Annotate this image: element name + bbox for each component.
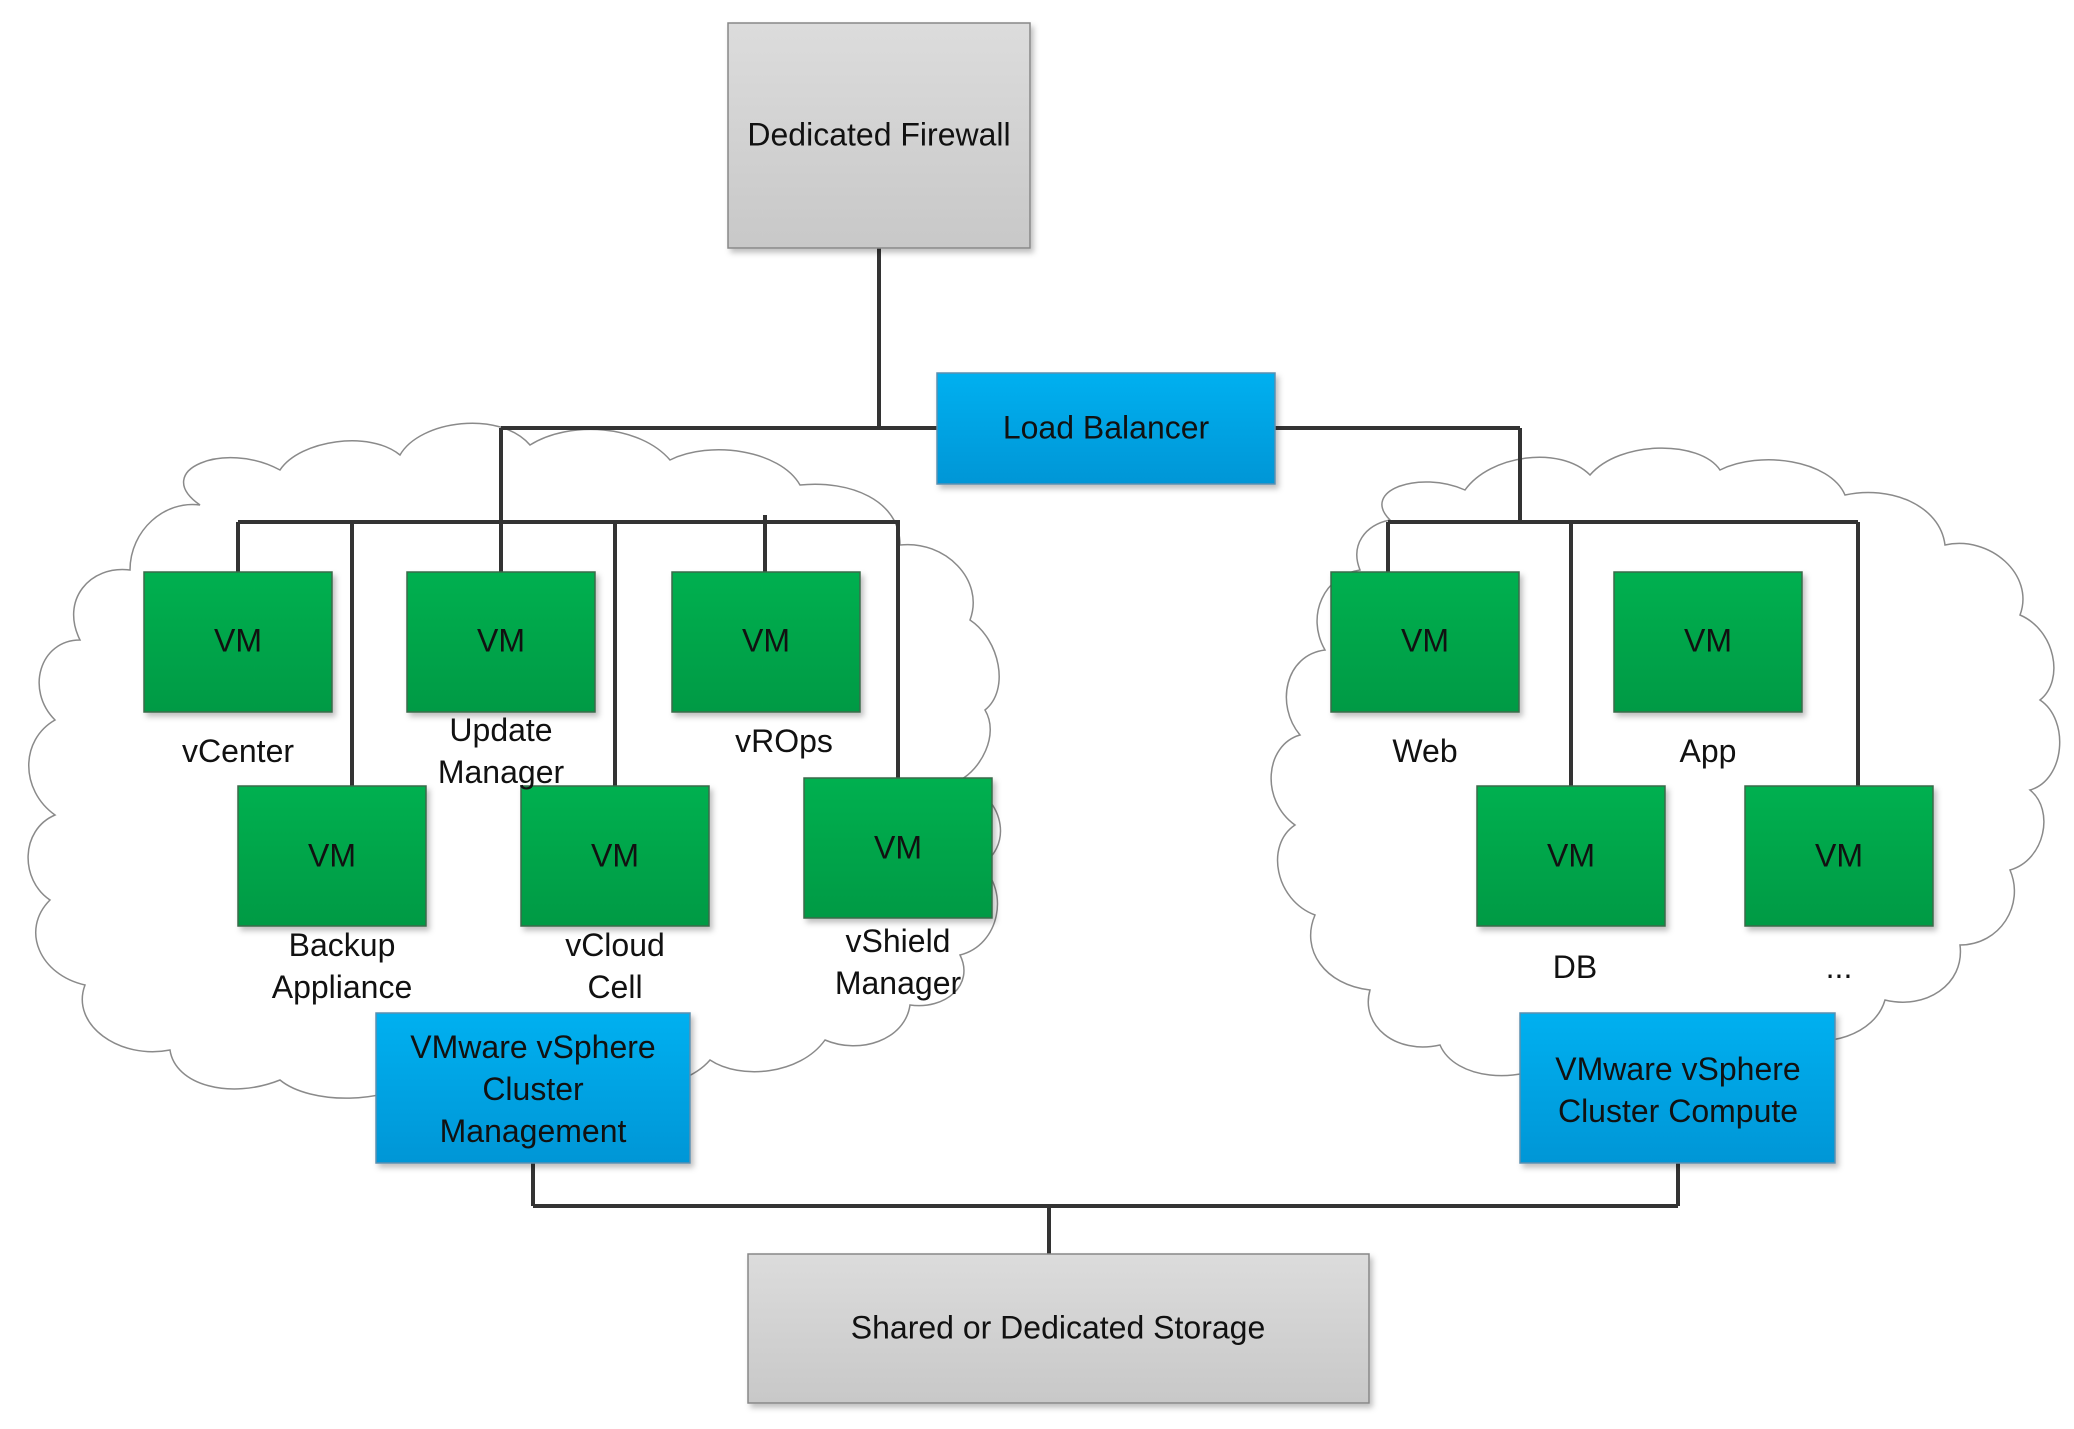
vm-label: VM bbox=[742, 622, 790, 658]
vm-box: VM bbox=[237, 785, 427, 927]
storage-node: Shared or Dedicated Storage bbox=[747, 1253, 1370, 1404]
vm-box: VM bbox=[143, 571, 333, 713]
vm-caption-web: Web bbox=[1392, 733, 1457, 769]
vm-box: VM bbox=[671, 571, 861, 713]
compute-cluster-line-2: Cluster Compute bbox=[1558, 1093, 1798, 1129]
vm-box: VM bbox=[1476, 785, 1666, 927]
connection-lines bbox=[236, 248, 1860, 1254]
vm-caption-vcloud-2: Cell bbox=[587, 969, 642, 1005]
vm-caption-vshield-1: vShield bbox=[846, 923, 951, 959]
vm-caption-backup-2: Appliance bbox=[272, 969, 413, 1005]
vm-label: VM bbox=[1401, 622, 1449, 658]
vm-caption-more: ... bbox=[1826, 949, 1853, 985]
vm-label: VM bbox=[477, 622, 525, 658]
vm-caption-app: App bbox=[1680, 733, 1737, 769]
load-balancer-label: Load Balancer bbox=[1003, 409, 1210, 445]
vm-label: VM bbox=[591, 837, 639, 873]
vm-caption-update-manager-1: Update bbox=[449, 712, 552, 748]
compute-captions: Web App DB ... bbox=[1392, 733, 1852, 985]
vm-box: VM bbox=[1744, 785, 1934, 927]
vm-caption-vcloud-1: vCloud bbox=[565, 927, 665, 963]
vm-label: VM bbox=[214, 622, 262, 658]
compute-cluster-node: VMware vSphere Cluster Compute bbox=[1519, 1012, 1836, 1164]
vm-box: VM bbox=[803, 777, 993, 919]
vm-label: VM bbox=[874, 829, 922, 865]
vm-box: VM bbox=[1330, 571, 1520, 713]
management-cluster-line-3: Management bbox=[440, 1113, 627, 1149]
vm-caption-vshield-2: Manager bbox=[835, 965, 962, 1001]
vm-box: VM bbox=[1613, 571, 1803, 713]
management-cluster-line-2: Cluster bbox=[482, 1071, 584, 1107]
vm-box: VM bbox=[406, 571, 596, 713]
vm-caption-vrops: vROps bbox=[735, 723, 833, 759]
vm-caption-vcenter: vCenter bbox=[182, 733, 294, 769]
vm-label: VM bbox=[308, 837, 356, 873]
vm-box: VM bbox=[520, 785, 710, 927]
management-cluster-node: VMware vSphere Cluster Management bbox=[375, 1012, 691, 1164]
vm-label: VM bbox=[1547, 837, 1595, 873]
vm-label: VM bbox=[1815, 837, 1863, 873]
vm-caption-db: DB bbox=[1553, 949, 1597, 985]
firewall-label: Dedicated Firewall bbox=[747, 116, 1010, 152]
management-vms: VM VM VM VM VM VM bbox=[143, 571, 993, 927]
management-captions: vCenter Update Manager vROps Backup Appl… bbox=[182, 712, 962, 1005]
load-balancer-node: Load Balancer bbox=[936, 372, 1276, 485]
vm-caption-backup-1: Backup bbox=[289, 927, 396, 963]
management-cluster-line-1: VMware vSphere bbox=[410, 1029, 655, 1065]
vm-caption-update-manager-2: Manager bbox=[438, 754, 565, 790]
firewall-node: Dedicated Firewall bbox=[727, 22, 1031, 249]
compute-vms: VM VM VM VM bbox=[1330, 571, 1934, 927]
vm-label: VM bbox=[1684, 622, 1732, 658]
storage-label: Shared or Dedicated Storage bbox=[851, 1309, 1265, 1345]
compute-cluster-line-1: VMware vSphere bbox=[1555, 1051, 1800, 1087]
